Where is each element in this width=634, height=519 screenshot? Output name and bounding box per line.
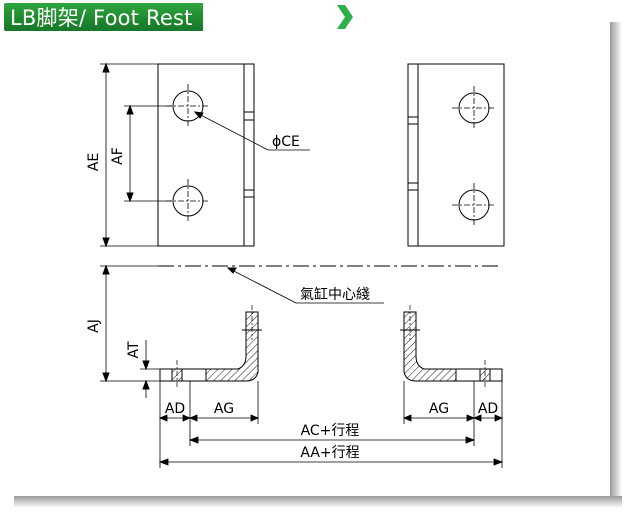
header: LB脚架/ Foot Rest [4,3,203,31]
page-title: LB脚架/ Foot Rest [10,6,193,30]
label-cylinder-center-line: 氣缸中心綫 [300,286,370,303]
label-aj: AJ [86,319,102,333]
label-af: AF [110,147,126,165]
label-at: AT [126,341,142,358]
label-ad-right: AD [478,401,498,417]
chevron-right-icon [337,5,353,29]
label-ae: AE [86,153,102,171]
label-aa-stroke: AA+行程 [300,445,359,461]
label-ac-stroke: AC+行程 [301,423,360,439]
right-top-view [407,63,505,247]
label-ce: ϕCE [272,134,300,150]
right-side-view [400,305,503,388]
header-bar: LB脚架/ Foot Rest [4,3,203,31]
bottom-dimensions [158,381,504,468]
label-ag-right: AG [429,401,449,417]
left-side-view [159,305,262,388]
left-top-view [100,62,310,248]
label-ag-left: AG [214,401,234,417]
label-ad-left: AD [165,401,185,417]
